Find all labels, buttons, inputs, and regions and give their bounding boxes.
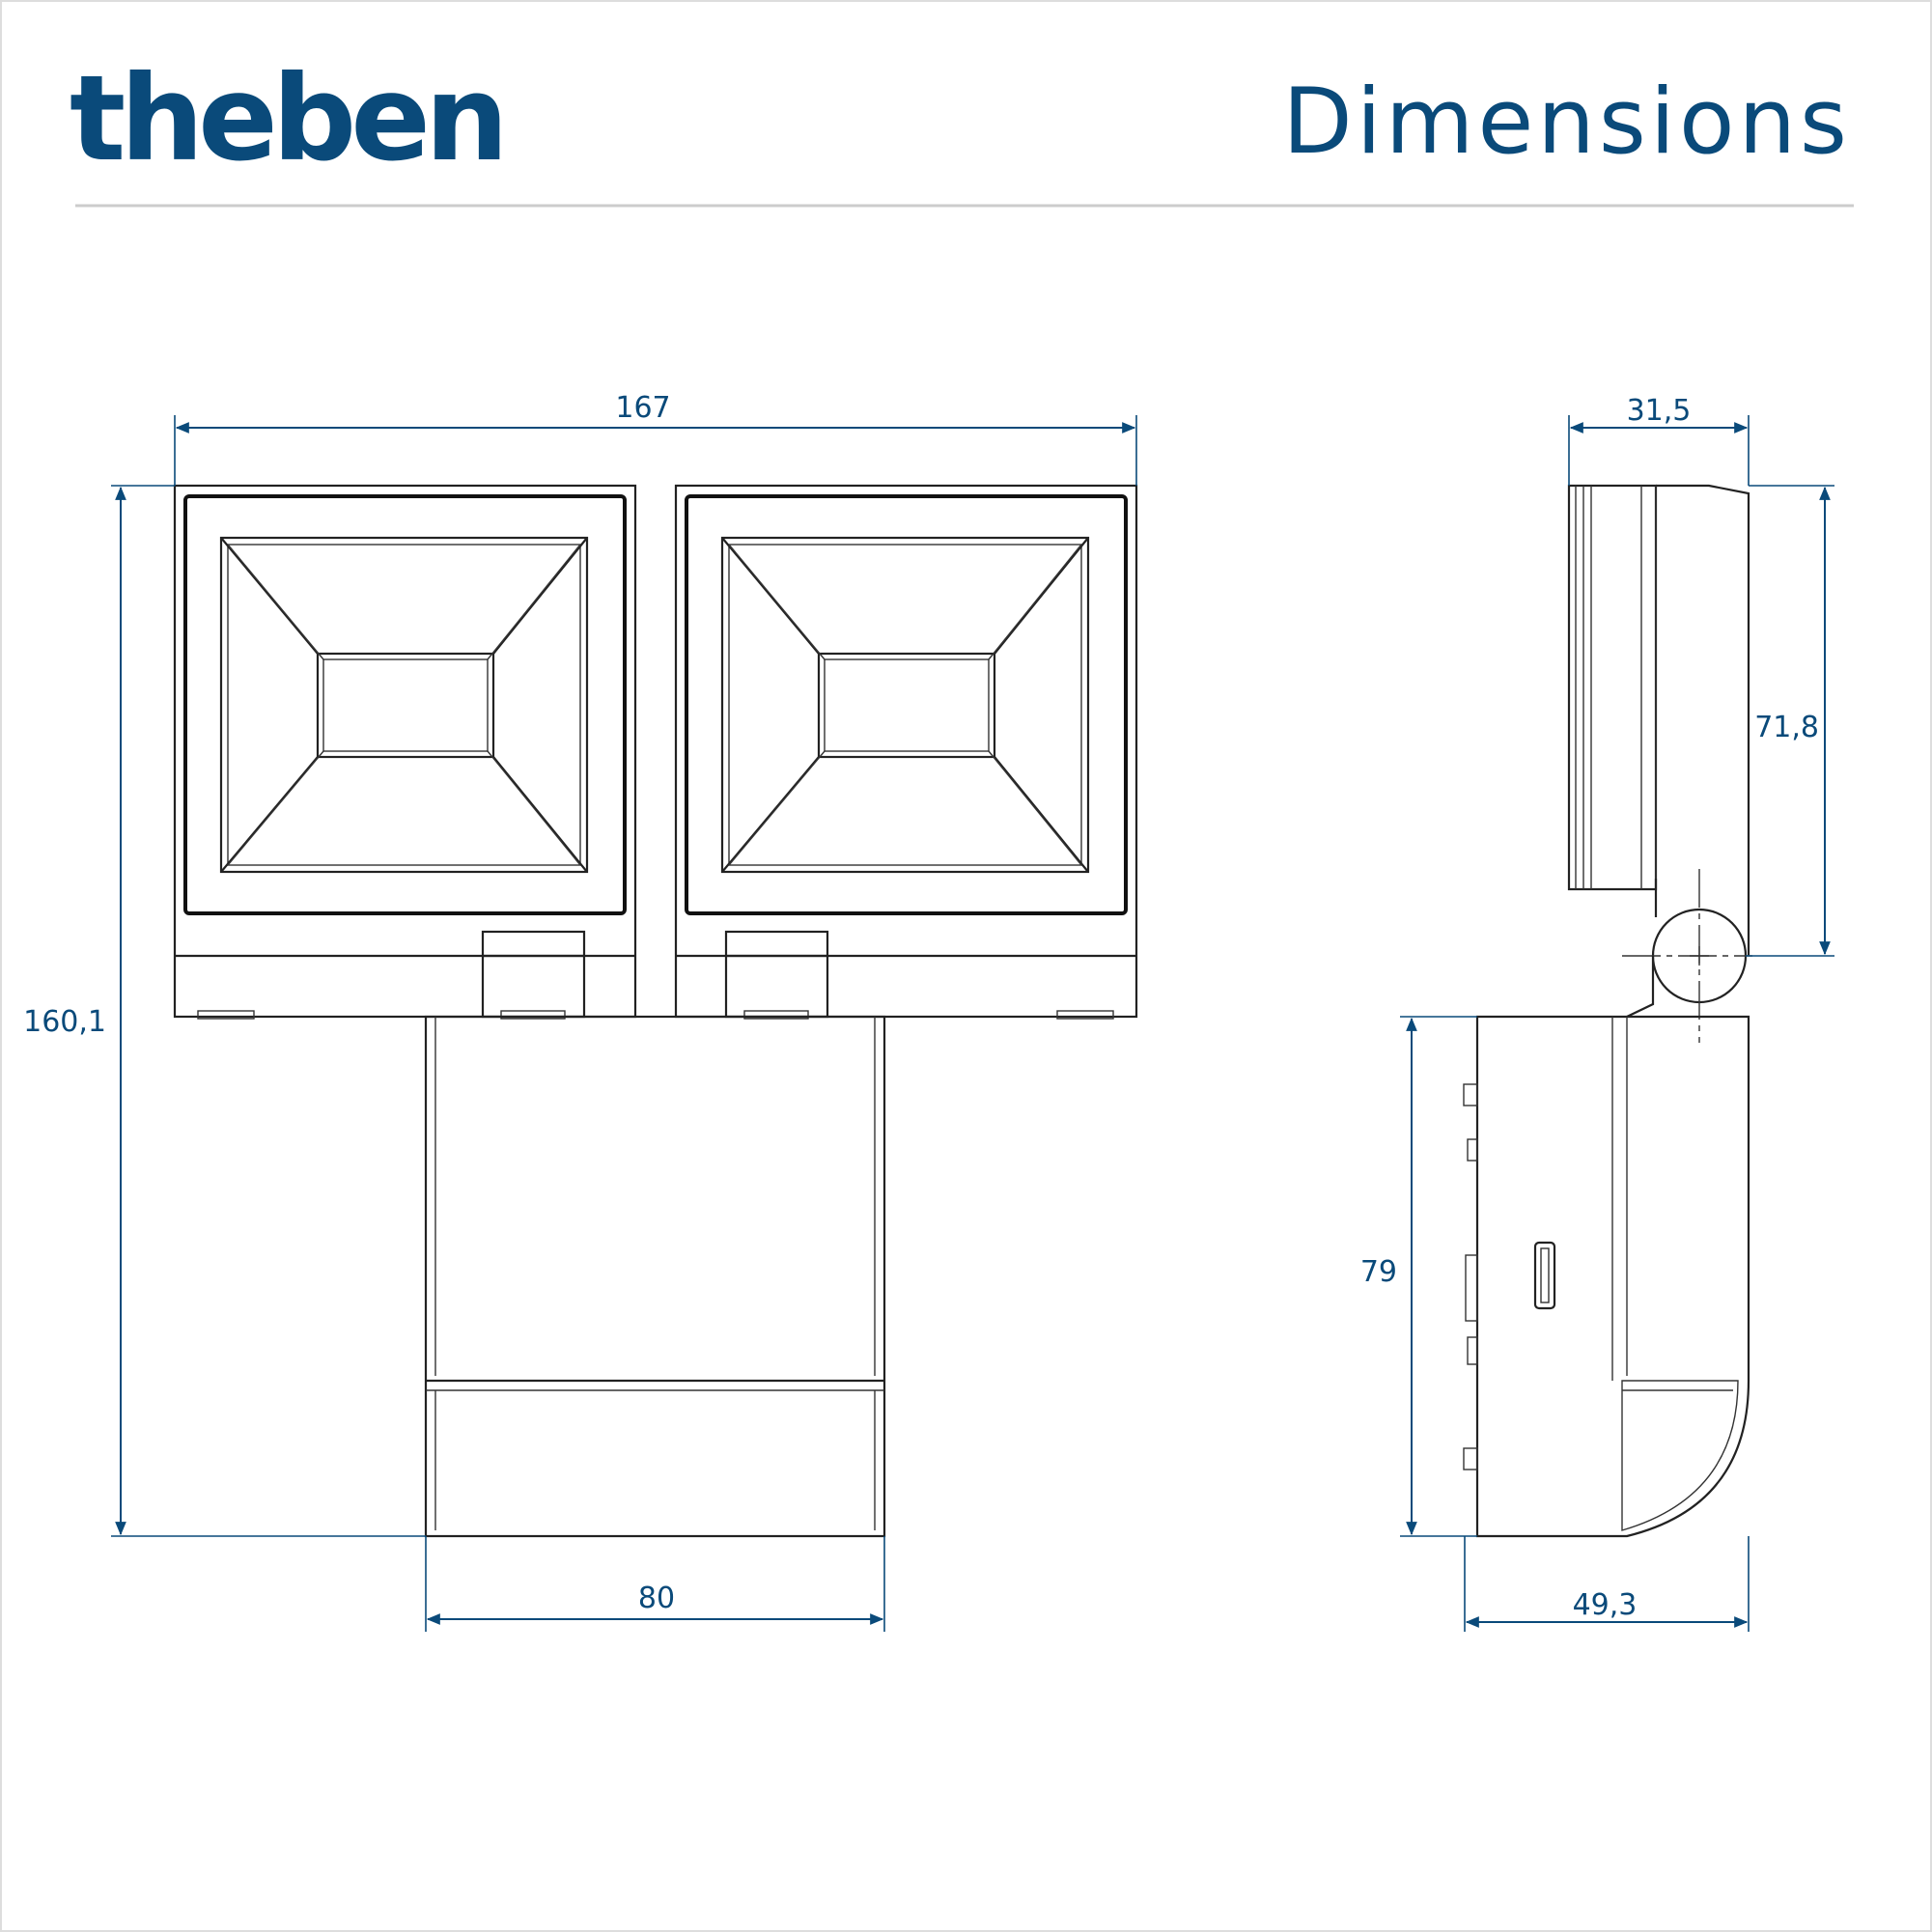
front-lamp-head-right [674, 484, 1138, 1020]
dim-label-side-head-height: 71,8 [1754, 711, 1819, 744]
side-view: 31,5 71,8 79 49,3 [1360, 394, 1834, 1632]
front-view: 167 160,1 80 [23, 391, 1138, 1632]
side-sensor-housing [1463, 1015, 1750, 1538]
dim-label-front-height: 160,1 [23, 1005, 106, 1039]
dim-label-sensor-width: 80 [638, 1582, 675, 1615]
dim-label-front-width: 167 [615, 391, 670, 425]
dim-label-side-sensor-depth: 49,3 [1573, 1588, 1638, 1622]
front-sensor-housing [424, 1015, 886, 1538]
side-lamp-head [1567, 484, 1752, 1043]
dim-label-side-head-depth: 31,5 [1627, 394, 1692, 428]
page-title: Dimensions [1282, 70, 1851, 175]
dim-label-side-sensor-height: 79 [1360, 1255, 1397, 1289]
front-lamp-head-left [173, 484, 637, 1020]
brand-logo: theben [70, 50, 503, 187]
